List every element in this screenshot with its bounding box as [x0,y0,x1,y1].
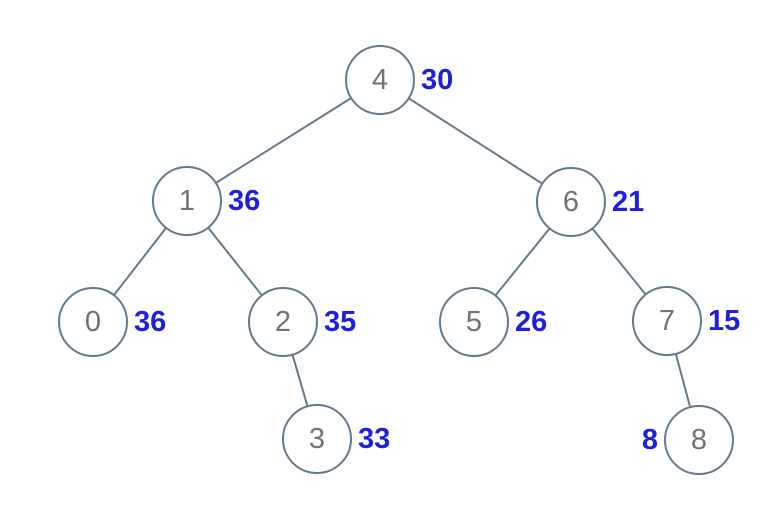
tree-node-1: 1 36 [152,166,260,236]
node-value-label-2: 35 [324,306,356,338]
node-value-label-8: 8 [642,424,658,456]
tree-edge-4-1 [186,79,381,202]
node-id-label-7: 7 [659,305,675,337]
tree-node-6: 6 21 [536,167,644,237]
node-circle-5 [439,287,509,357]
node-value-label-4: 30 [421,64,453,96]
node-value-label-1: 36 [228,185,260,217]
node-circle-1 [152,166,222,236]
node-circle-8 [664,405,734,475]
node-id-label-5: 5 [466,306,482,338]
node-id-label-6: 6 [563,186,579,218]
node-value-label-6: 21 [612,186,644,218]
tree-node-7: 7 15 [632,286,740,356]
node-id-label-2: 2 [275,306,291,338]
node-value-label-0: 36 [134,306,166,338]
node-circle-4 [345,45,415,115]
node-value-label-3: 33 [358,423,390,455]
tree-node-4: 4 30 [345,45,453,115]
node-value-label-7: 15 [708,305,740,337]
node-circle-2 [248,287,318,357]
node-id-label-3: 3 [309,423,325,455]
node-value-label-5: 26 [515,306,547,338]
node-circle-6 [536,167,606,237]
node-circle-3 [282,404,352,474]
node-id-label-0: 0 [85,306,101,338]
tree-node-8: 88 [642,405,734,475]
tree-node-0: 0 36 [58,287,166,357]
tree-node-5: 5 26 [439,287,547,357]
tree-node-2: 2 35 [248,287,356,357]
node-circle-0 [58,287,128,357]
node-circle-7 [632,286,702,356]
node-id-label-1: 1 [179,185,195,217]
node-id-label-8: 8 [691,424,707,456]
node-id-label-4: 4 [372,64,388,96]
tree-edge-4-6 [379,79,572,203]
